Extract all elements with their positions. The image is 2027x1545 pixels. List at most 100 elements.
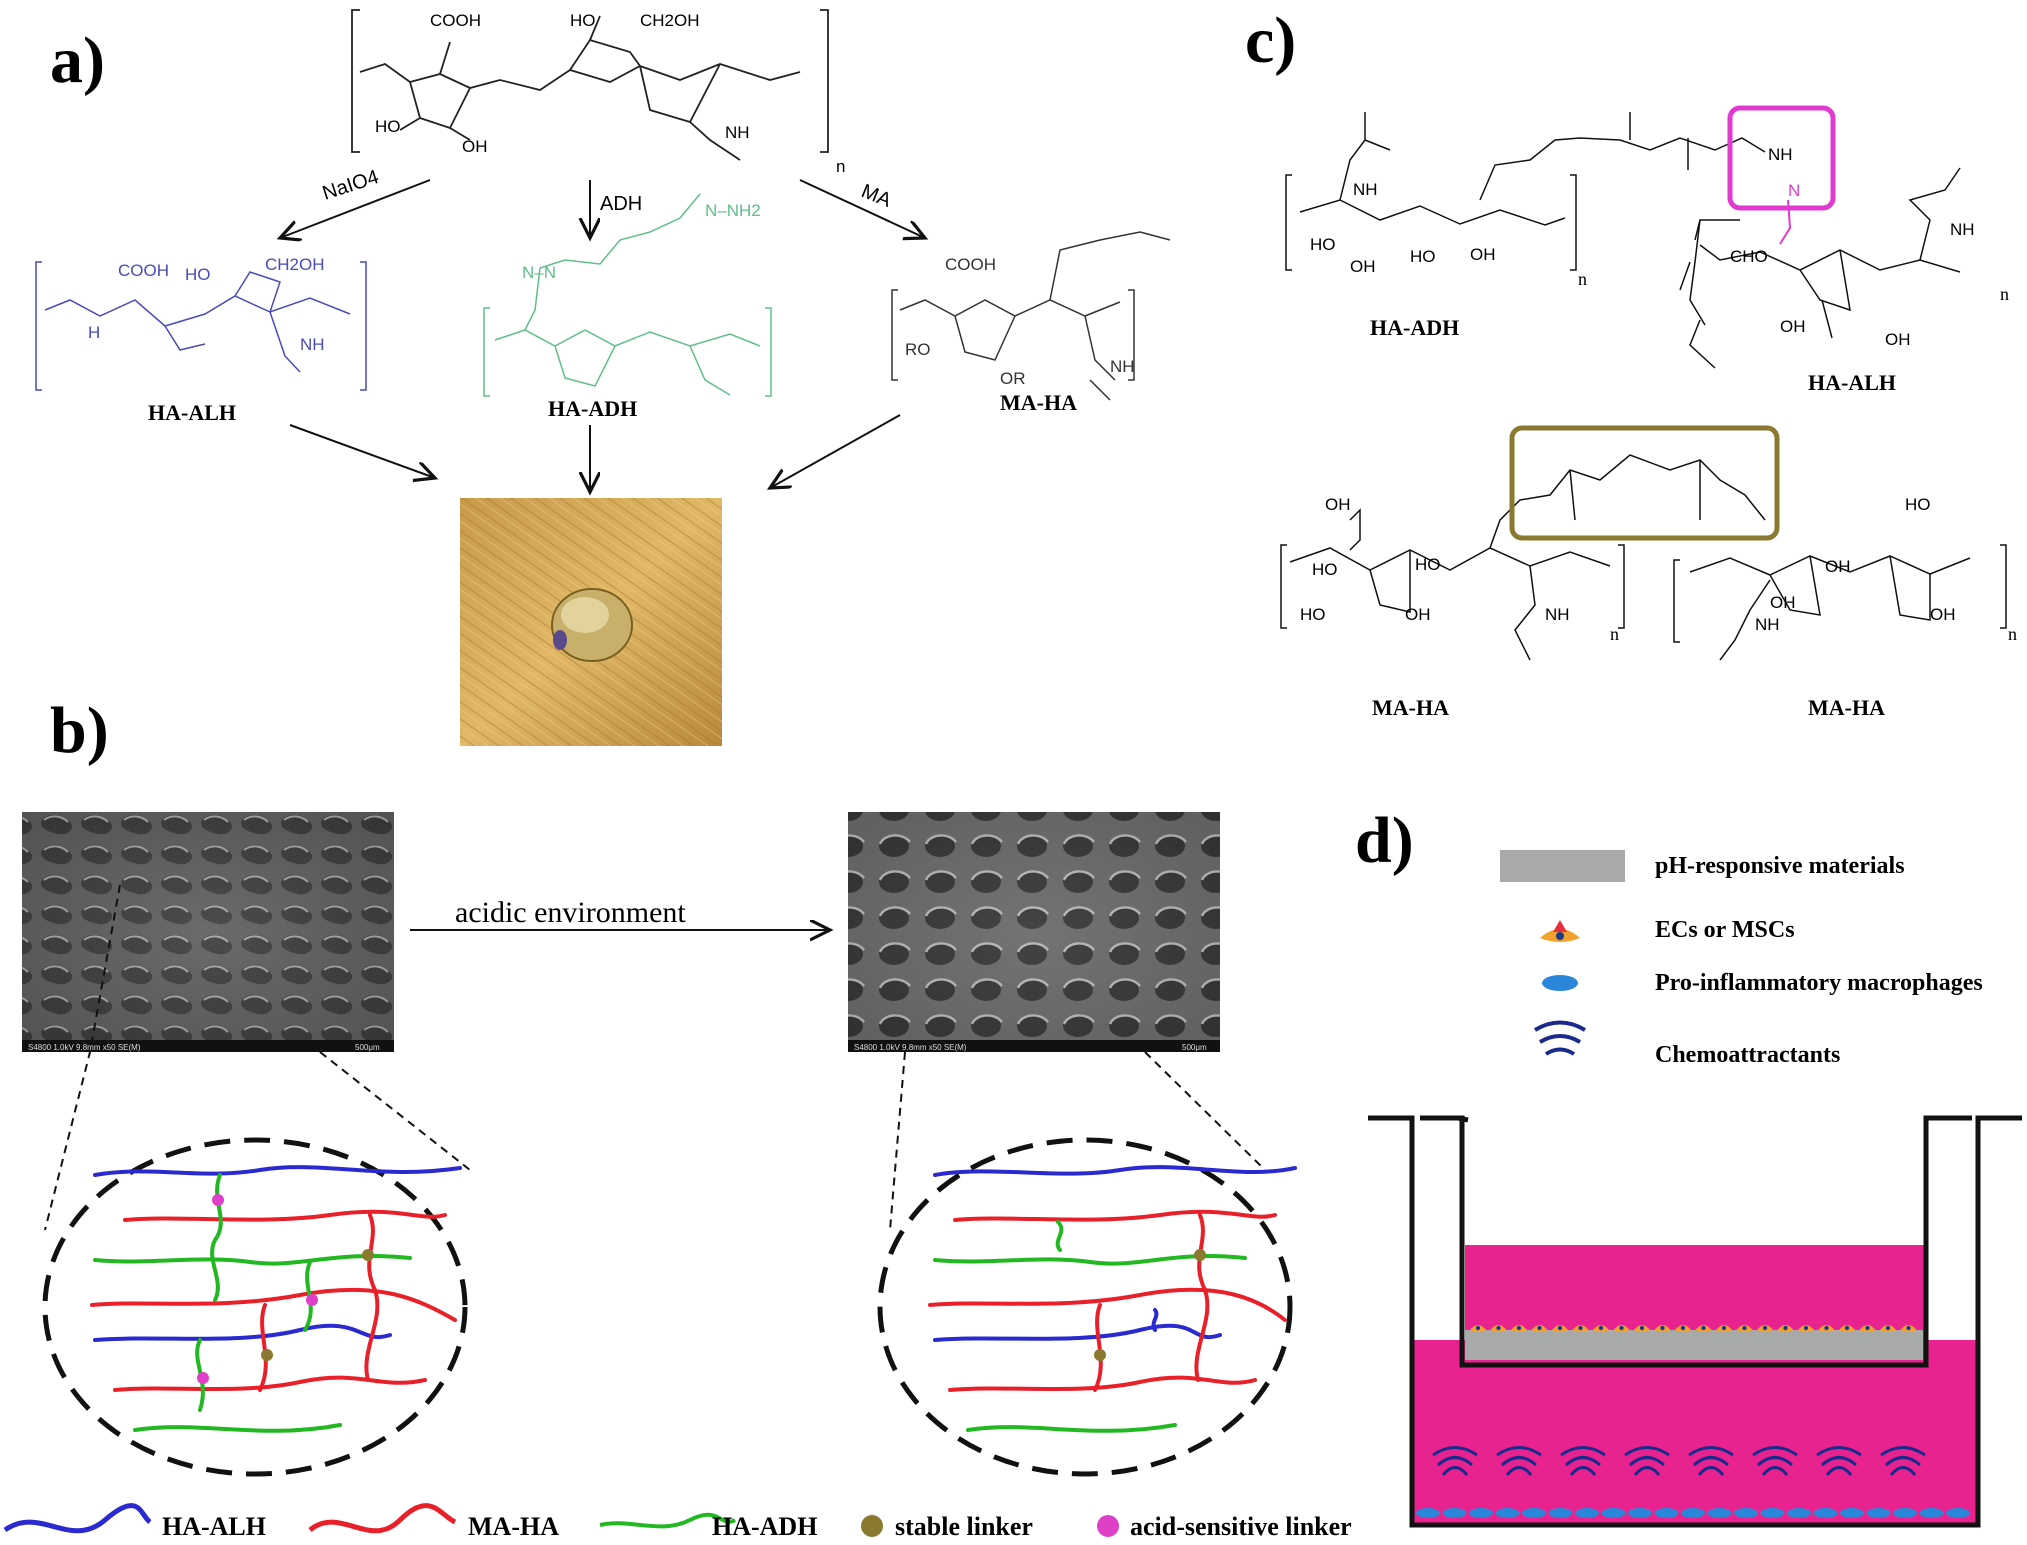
c-label-ma-ha-2: MA-HA	[1808, 695, 1885, 720]
nh-label: NH	[725, 123, 750, 142]
bottom-legend: HA-ALH MA-HA HA-ADH stable linker acid-s…	[3, 1503, 1352, 1541]
c2-n-subscript-2: n	[2008, 624, 2017, 644]
adh-nh2-label: N–NH2	[705, 201, 761, 220]
macrophage-marker	[1760, 1508, 1785, 1518]
panel-c-label: c)	[1245, 4, 1296, 77]
macrophage-marker	[1893, 1508, 1917, 1518]
c-label-ha-alh: HA-ALH	[1808, 370, 1896, 395]
c-oh-label-4: OH	[1885, 330, 1911, 349]
cell-marker	[1572, 1325, 1589, 1332]
product-ha-adh: HA-ADH	[548, 396, 637, 421]
stable-bond-highlight	[1509, 425, 1780, 541]
c-n-subscript: n	[1578, 269, 1587, 289]
ma-nh-label: NH	[1110, 357, 1135, 376]
c2-oh-label-4: OH	[1930, 605, 1956, 624]
product-ma-ha: MA-HA	[1000, 390, 1077, 415]
legend-chemoattractants: Chemoattractants	[1655, 1042, 1840, 1068]
blue-ellipse-icon	[1542, 975, 1578, 991]
macrophage-marker	[1575, 1508, 1599, 1518]
c-n-subscript-2: n	[2000, 284, 2009, 304]
macrophage-marker	[1416, 1508, 1440, 1518]
c2-ho-label-4: HO	[1905, 495, 1931, 514]
chemoattractant-marker	[1816, 1446, 1862, 1476]
reagent-adh: ADH	[600, 193, 642, 215]
macrophage-marker	[1734, 1508, 1758, 1518]
sem-image-before: S4800 1.0kV 9.8mm x50 SE(M) 500μm	[22, 812, 394, 1052]
alh-nh-label: NH	[300, 335, 325, 354]
arrow-ma	[799, 179, 925, 238]
cooh-label: COOH	[430, 11, 481, 30]
cell-marker	[1593, 1325, 1609, 1332]
ho-label: HO	[570, 11, 596, 30]
cell-marker	[1736, 1325, 1753, 1332]
macrophage-marker	[1919, 1508, 1944, 1518]
hyaluronan-structure	[351, 9, 829, 161]
arrow-naio4	[280, 179, 431, 238]
c2-oh-label-3: OH	[1825, 557, 1851, 576]
cell-marker	[1511, 1325, 1527, 1332]
chemoattractant-marker	[1752, 1446, 1798, 1476]
c-oh-label-3: OH	[1780, 317, 1806, 336]
c2-ho-label: HO	[1312, 560, 1338, 579]
panel-d-label: d)	[1355, 804, 1414, 877]
c-label-ma-ha-1: MA-HA	[1372, 695, 1449, 720]
cell-marker	[1798, 1325, 1814, 1332]
legend-ph-materials: pH-responsive materials	[1655, 853, 1905, 879]
zoom-guides-left	[44, 884, 471, 1231]
ma-cooh-label: COOH	[945, 255, 996, 274]
cell-marker	[1531, 1325, 1548, 1332]
ma-ha-structure	[891, 231, 1171, 401]
c-oh-label-2: OH	[1350, 257, 1376, 276]
c2-ho-label-2: HO	[1300, 605, 1326, 624]
c-n-label: N	[1788, 181, 1800, 200]
macrophage-marker	[1681, 1508, 1705, 1518]
macrophage-marker	[1840, 1508, 1864, 1518]
macrophage-marker	[1601, 1508, 1626, 1518]
alh-cooh-label: COOH	[118, 261, 169, 280]
chemoattractant-marker	[1560, 1446, 1606, 1476]
adh-nn-label: N–N	[522, 263, 556, 282]
cell-marker	[1654, 1325, 1671, 1332]
panel-a-label: a)	[50, 24, 105, 97]
chemoattractant-marker	[1496, 1446, 1542, 1476]
c2-oh-label-5: OH	[1770, 593, 1796, 612]
legend-stable-linker: stable linker	[895, 1512, 1033, 1541]
ma-ro-label: RO	[905, 340, 931, 359]
c2-ho-label-3: HO	[1415, 555, 1441, 574]
legend-icon-gray-rectangle	[1500, 850, 1625, 882]
network-zoom-after	[877, 1137, 1293, 1477]
cell-marker	[1839, 1325, 1855, 1332]
alh-ch2oh-label: CH2OH	[265, 255, 325, 274]
c-nh-label: NH	[1353, 180, 1378, 199]
sem-scale-before: 500μm	[355, 1043, 380, 1052]
c-nh-label-3: NH	[1950, 220, 1975, 239]
cell-marker	[1490, 1325, 1507, 1332]
linkers-before	[197, 1194, 374, 1384]
legend-ha-alh: HA-ALH	[162, 1512, 266, 1541]
c-nh-label-2: NH	[1768, 145, 1793, 164]
macrophage-marker	[1495, 1508, 1520, 1518]
c2-nh-label-2: NH	[1755, 615, 1780, 634]
transwell-diagram	[1368, 1115, 2022, 1528]
product-ha-alh: HA-ALH	[148, 400, 236, 425]
legend-acid-sensitive-linker: acid-sensitive linker	[1130, 1512, 1352, 1541]
ma-or-label: OR	[1000, 369, 1026, 388]
macrophage-marker	[1442, 1508, 1467, 1518]
macrophage-marker	[1522, 1508, 1546, 1518]
zoom-guides-right	[889, 1051, 1266, 1231]
c2-oh-label: OH	[1325, 495, 1351, 514]
reagent-naio4: NaIO4	[320, 166, 382, 205]
alh-ho-label: HO	[185, 265, 211, 284]
panel-b-label: b)	[50, 694, 109, 767]
reagent-ma: MA	[858, 180, 895, 212]
polymer-network-before	[90, 1165, 462, 1433]
macrophage-marker	[1866, 1508, 1891, 1518]
c-oh-label: OH	[1470, 245, 1496, 264]
cell-marker	[1552, 1325, 1568, 1332]
cell-marker	[1613, 1325, 1630, 1332]
cell-marker	[1777, 1325, 1794, 1332]
macrophage-marker	[1469, 1508, 1493, 1518]
legend-macrophages: Pro-inflammatory macrophages	[1655, 970, 1983, 996]
chemoattractant-marker	[1880, 1446, 1926, 1476]
